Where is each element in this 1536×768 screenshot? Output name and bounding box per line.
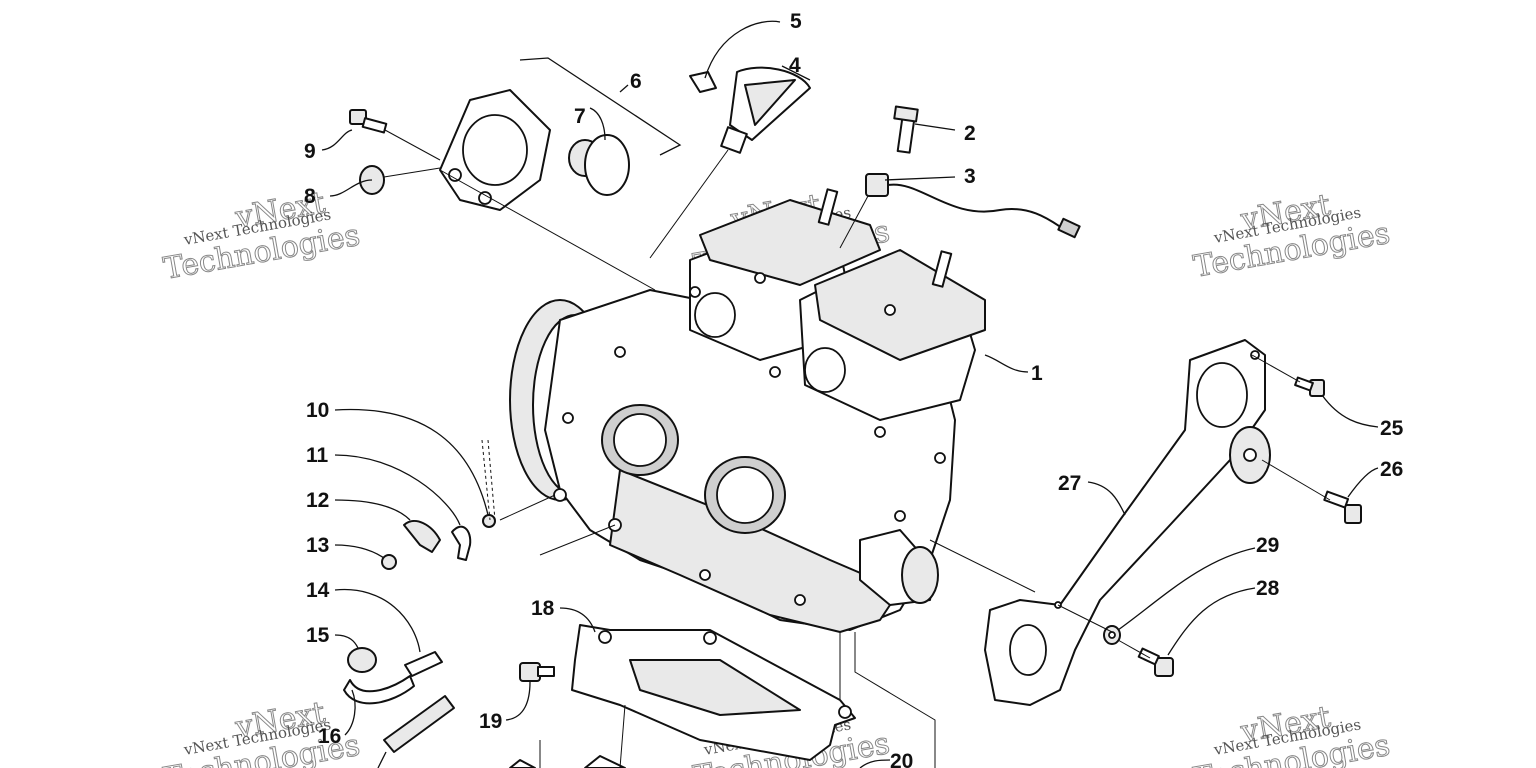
- sensor-part-3: [865, 173, 1081, 239]
- spring-part-17: [383, 695, 455, 753]
- callout-6: 6: [630, 70, 642, 93]
- callout-12: 12: [306, 489, 329, 512]
- nut-part-13: [381, 554, 397, 570]
- callout-15: 15: [306, 624, 330, 647]
- partial-part-bottom: [509, 759, 536, 768]
- callout-7: 7: [574, 105, 586, 128]
- callout-2: 2: [964, 122, 976, 145]
- callout-8: 8: [304, 185, 316, 208]
- callout-13: 13: [306, 534, 329, 557]
- callout-29: 29: [1256, 534, 1279, 557]
- callout-26: 26: [1380, 458, 1403, 481]
- engine-mount-plate-part-18: [571, 624, 856, 761]
- bolt-part-9: [349, 109, 388, 134]
- callout-numbers: 1 2 3 4 5 6 7 8 9 10 11 12 13 14 15 16 1…: [304, 10, 1404, 768]
- engine-block: [509, 188, 986, 633]
- callout-9: 9: [304, 140, 316, 163]
- fitting-part-14: [404, 651, 443, 677]
- callout-16: 16: [318, 725, 341, 748]
- callout-11: 11: [306, 444, 329, 467]
- callout-4: 4: [789, 54, 801, 77]
- callout-5: 5: [790, 10, 802, 33]
- rotor-part-7: [568, 134, 630, 196]
- bolt-part-28: [1137, 647, 1174, 677]
- callout-10: 10: [306, 399, 329, 422]
- clip-part-5: [689, 71, 717, 93]
- watermark-top-right: vNext vNext Technologies Technologies: [1190, 187, 1393, 285]
- callout-19: 19: [479, 710, 502, 733]
- nut-part-10: [482, 514, 496, 528]
- watermark-bottom-right: vNext vNext Technologies Technologies: [1190, 699, 1393, 768]
- callout-3: 3: [964, 165, 976, 188]
- leader-lines: [321, 20, 1379, 768]
- starter-handle-part-4: [720, 66, 811, 154]
- callout-27: 27: [1058, 472, 1081, 495]
- callout-20: 20: [890, 750, 913, 768]
- recoil-housing-part-6: [439, 89, 551, 211]
- callout-18: 18: [531, 597, 555, 620]
- callout-25: 25: [1380, 417, 1404, 440]
- partial-part-bottom-2: [584, 755, 626, 768]
- clamp-part-15: [347, 647, 377, 673]
- clamp-part-12: [403, 520, 441, 553]
- callout-14: 14: [306, 579, 330, 602]
- bolt-part-26: [1323, 490, 1362, 524]
- callout-28: 28: [1256, 577, 1280, 600]
- bolt-part-19: [519, 662, 555, 682]
- callout-1: 1: [1031, 362, 1043, 385]
- bracket-part-27: [984, 339, 1271, 706]
- bolt-part-25: [1294, 376, 1325, 397]
- bolt-part-2: [893, 105, 919, 154]
- clamp-part-11: [451, 525, 472, 561]
